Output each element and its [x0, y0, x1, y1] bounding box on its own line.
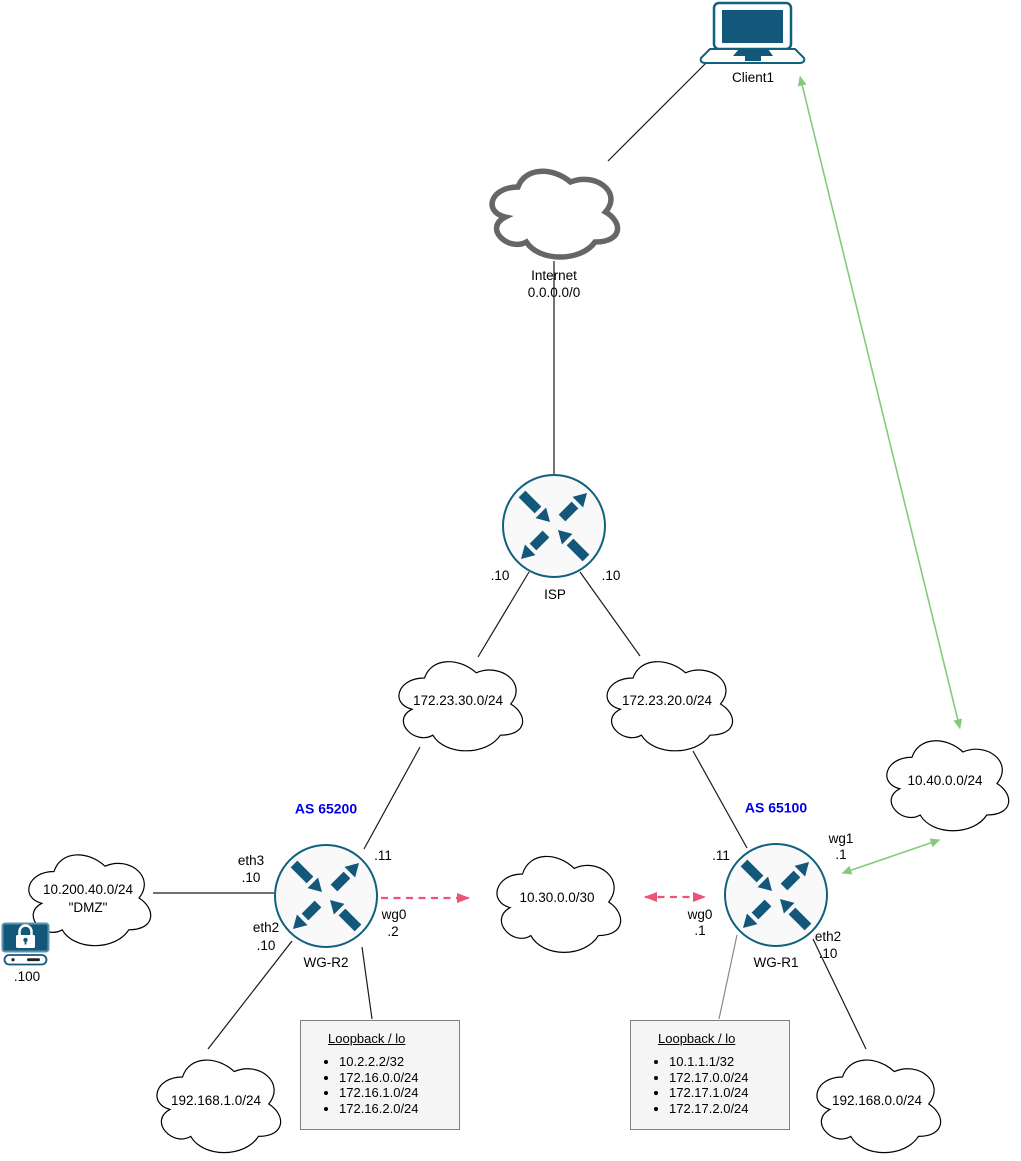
locked-monitor-icon: [1, 922, 50, 966]
edge-wgr2-loopback: [361, 946, 373, 1020]
loopback-title: Loopback / lo: [658, 1031, 736, 1046]
transit-wgr2-cloud-label: 172.23.30.0/24: [412, 692, 504, 708]
edge-net20-wgr1: [692, 750, 748, 849]
wg-r2-eth3-ip-label: .10: [241, 869, 261, 885]
edge-wgr1-loopback: [718, 934, 738, 1020]
internet-label: Internet: [531, 267, 577, 283]
wg-r2-as-label: AS 65200: [294, 800, 358, 817]
edge-wgr2-lan: [207, 940, 293, 1050]
wg-r1-as-label: AS 65100: [744, 799, 808, 816]
wg-r2-wg0-ip-label: .2: [387, 923, 399, 939]
loopback-item: 172.16.1.0/24: [339, 1085, 459, 1101]
wg-r2-eth3-label: eth3: [237, 852, 265, 868]
wg-r2-uplink-ip-label: .11: [374, 847, 392, 863]
vpn-arrows: [797, 75, 963, 875]
wg-r2-wg0-label: wg0: [381, 906, 407, 922]
edge-wgr1-lan: [812, 938, 867, 1050]
isp-right-ip-label: .10: [601, 567, 621, 583]
transit-wgr1-cloud-label: 172.23.20.0/24: [621, 692, 713, 708]
wg-r1-eth2-label: eth2: [814, 928, 842, 944]
secure-host-ip-label: .100: [13, 968, 41, 984]
wg-tunnel-arrows: [381, 892, 706, 903]
loopback-title: Loopback / lo: [328, 1031, 406, 1046]
loopback-item: 172.16.0.0/24: [339, 1070, 459, 1086]
wg-r1-wg1-ip-label: .1: [835, 846, 847, 862]
edge-isp-net20: [579, 571, 641, 657]
edge-net30-wgr2: [363, 746, 421, 850]
isp-router-icon: [503, 475, 605, 577]
edge-client1-internet: [607, 56, 713, 162]
vpn-arrow-client1-remote: [797, 75, 963, 730]
loopback-item: 10.1.1.1/32: [669, 1054, 789, 1070]
client1-label: Client1: [731, 69, 775, 85]
lan-wgr2-cloud-label: 192.168.1.0/24: [170, 1092, 262, 1108]
loopback-list: 10.2.2.2/32 172.16.0.0/24 172.16.1.0/24 …: [301, 1054, 459, 1116]
loopback-list: 10.1.1.1/32 172.17.0.0/24 172.17.1.0/24 …: [631, 1054, 789, 1116]
lan-wgr1-cloud-label: 192.168.0.0/24: [831, 1092, 923, 1108]
wg-r1-wg0-ip-label: .1: [694, 922, 706, 938]
edges: [153, 56, 867, 1050]
isp-left-ip-label: .10: [490, 567, 510, 583]
dmz-cidr-label: 10.200.40.0/24: [42, 881, 134, 897]
loopback-item: 172.17.2.0/24: [669, 1101, 789, 1117]
loopback-item: 172.17.1.0/24: [669, 1085, 789, 1101]
isp-label: ISP: [544, 586, 566, 602]
wg-r2-loopback-box: Loopback / lo 10.2.2.2/32 172.16.0.0/24 …: [300, 1020, 460, 1130]
internet-cidr-label: 0.0.0.0/0: [527, 284, 581, 300]
wg-r1-wg0-label: wg0: [687, 906, 713, 922]
wg-r2-router-icon: [275, 845, 377, 947]
loopback-item: 10.2.2.2/32: [339, 1054, 459, 1070]
wg-r2-eth2-label: eth2: [252, 919, 280, 935]
vpn-arrow-wgr1-remote: [841, 838, 941, 875]
loopback-item: 172.16.2.0/24: [339, 1101, 459, 1117]
wg-r1-wg1-label: wg1: [828, 830, 854, 846]
wg-r1-label: WG-R1: [753, 954, 799, 970]
wg-r1-eth2-ip-label: .10: [818, 945, 838, 961]
wg-r1-loopback-box: Loopback / lo 10.1.1.1/32 172.17.0.0/24 …: [630, 1020, 790, 1130]
loopback-item: 172.17.0.0/24: [669, 1070, 789, 1086]
edge-isp-net30: [477, 571, 530, 658]
wg-r1-uplink-ip-label: .11: [712, 847, 730, 863]
laptop-icon: [699, 1, 806, 64]
vpn-remote-cloud-label: 10.40.0.0/24: [907, 772, 983, 788]
wg-tunnel-cloud-label: 10.30.0.0/30: [519, 889, 595, 905]
wg-r2-eth2-ip-label: .10: [256, 937, 276, 953]
wg-r1-router-icon: [725, 844, 827, 946]
wg-r2-label: WG-R2: [303, 954, 349, 970]
dmz-name-label: "DMZ": [68, 899, 108, 915]
padlock-shackle: [18, 924, 33, 936]
internet-cloud-icon: [492, 171, 617, 257]
